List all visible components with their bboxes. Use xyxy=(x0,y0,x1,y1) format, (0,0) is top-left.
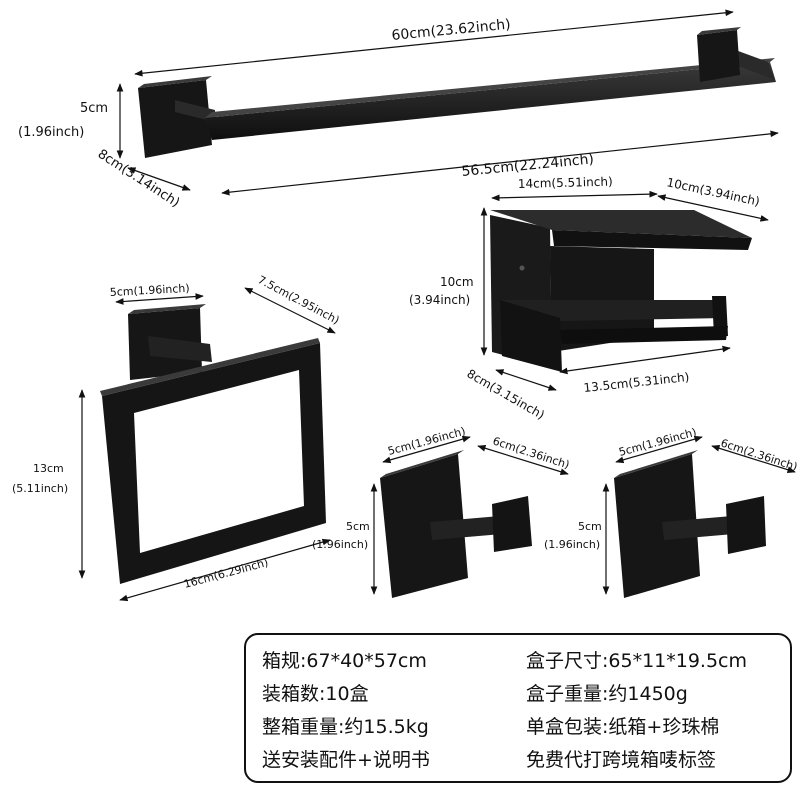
spec-carton-weight: 整箱重量:约15.5kg xyxy=(262,716,429,738)
ring-base-width-line xyxy=(115,293,204,305)
holder-height-in-label: (3.94inch) xyxy=(409,293,470,307)
hook1-depth-label: 6cm(2.36inch) xyxy=(491,434,571,471)
towel-bar-left-arm xyxy=(175,100,215,122)
bar-height-in-label: (1.96inch) xyxy=(18,125,84,140)
holder-bar-end xyxy=(712,296,728,336)
hook1-depth-line xyxy=(477,445,569,475)
spec-qty-per-carton: 装箱数:10盒 xyxy=(262,683,369,705)
bar-depth-line xyxy=(127,167,191,191)
towel-ring-base-edge xyxy=(128,304,206,314)
towel-ring xyxy=(100,304,326,584)
hook2-width-line xyxy=(615,435,703,464)
towel-bar-rail xyxy=(205,62,776,140)
ring-depth-line xyxy=(244,287,336,334)
spec-box-packaging: 单盒包装:纸箱+珍珠棉 xyxy=(526,716,720,738)
hook1-width-line xyxy=(382,435,471,464)
holder-width-line xyxy=(491,190,658,202)
towel-ring-frame-top xyxy=(100,338,320,396)
holder-depth-line xyxy=(495,369,557,391)
hook2-base xyxy=(614,454,700,598)
bar-length-line xyxy=(134,9,734,77)
towel-bar xyxy=(138,27,776,158)
toilet-paper-holder xyxy=(490,210,752,372)
hook1-height-cm-label: 5cm xyxy=(346,520,370,533)
hook2-height-cm-label: 5cm xyxy=(578,520,602,533)
holder-shelf-front xyxy=(552,230,752,250)
holder-arm xyxy=(500,300,726,322)
holder-screw xyxy=(519,265,525,271)
holder-height-cm-label: 10cm xyxy=(440,275,474,289)
towel-ring-frame xyxy=(102,343,326,584)
holder-bar-length-label: 13.5cm(5.31inch) xyxy=(583,370,690,395)
hook2-arm xyxy=(662,516,734,540)
towel-bar-left-base xyxy=(138,80,212,158)
ring-height-cm-label: 13cm xyxy=(33,462,64,475)
hook2-depth-line xyxy=(711,445,796,473)
hook1-base xyxy=(380,454,468,598)
hook1-tip xyxy=(492,496,532,552)
spec-labeling: 免费代打跨境箱唛标签 xyxy=(526,749,717,771)
hook1-height-in-label: (1.96inch) xyxy=(312,538,368,551)
holder-body xyxy=(550,246,654,352)
holder-base-lower xyxy=(500,300,562,372)
bar-length-label: 60cm(23.62inch) xyxy=(391,17,511,44)
holder-shelf-depth-line xyxy=(657,194,769,222)
towel-bar-right-base xyxy=(697,30,740,82)
spec-box-size: 盒子尺寸:65*11*19.5cm xyxy=(526,650,748,672)
bar-height-cm-label: 5cm xyxy=(80,101,108,116)
ring-height-in-label: (5.11inch) xyxy=(12,482,68,495)
bar-depth-label: 8cm(3.14inch) xyxy=(95,147,182,211)
spec-accessories: 送安装配件+说明书 xyxy=(262,749,430,771)
ring-base-width-label: 5cm(1.96inch) xyxy=(109,282,189,299)
towel-bar-left-base-edge xyxy=(138,76,212,88)
robe-hook-1 xyxy=(380,450,532,598)
holder-depth-label: 8cm(3.15inch) xyxy=(465,366,547,422)
towel-bar-right-arm xyxy=(730,48,775,80)
hook2-tip xyxy=(726,496,766,554)
hook2-depth-label: 6cm(2.36inch) xyxy=(719,436,799,473)
robe-hook-2 xyxy=(614,450,766,598)
holder-bar-length-line xyxy=(559,345,731,375)
holder-shelf-depth-label: 10cm(3.94inch) xyxy=(665,175,761,208)
towel-ring-arm xyxy=(148,336,212,362)
holder-roll-slot xyxy=(560,326,728,344)
hook2-height-in-label: (1.96inch) xyxy=(544,538,600,551)
packaging-specs-box: 箱规:67*40*57cm 盒子尺寸:65*11*19.5cm 装箱数:10盒 … xyxy=(244,633,792,783)
spec-box-weight: 盒子重量:约1450g xyxy=(526,683,688,705)
bar-inner-length-line xyxy=(221,130,779,196)
product-illustration: 60cm(23.62inch) 56.5cm(22.24inch) 5cm (1… xyxy=(12,9,799,602)
ring-width-line xyxy=(119,538,331,602)
spec-carton-size: 箱规:67*40*57cm xyxy=(262,650,427,672)
hook1-arm xyxy=(430,516,502,540)
holder-width-label: 14cm(5.51inch) xyxy=(518,175,613,191)
